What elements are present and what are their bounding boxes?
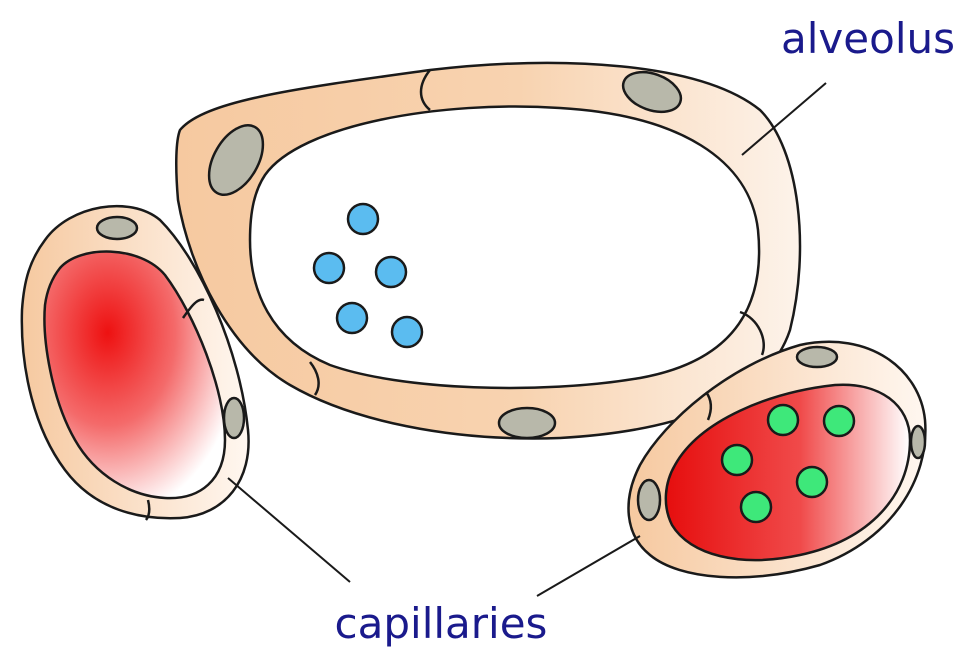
carbon-dioxide-molecule	[824, 406, 854, 436]
carbon-dioxide-molecule	[768, 405, 798, 435]
capillaries-leader-line-right	[537, 536, 640, 596]
alveolus-label: alveolus	[781, 14, 955, 63]
oxygen-molecule	[376, 257, 406, 287]
capillaries-leader-line-left	[228, 478, 350, 582]
capillaries-label: capillaries	[335, 599, 548, 648]
capillary-left-cell-nucleus	[224, 398, 244, 438]
oxygen-molecule	[392, 317, 422, 347]
capillary-left-cell-nucleus	[97, 217, 137, 239]
oxygen-molecule	[348, 204, 378, 234]
capillary-right-cell-nucleus	[797, 347, 837, 367]
carbon-dioxide-molecule	[741, 492, 771, 522]
carbon-dioxide-molecule	[722, 445, 752, 475]
alveolus-cell-nucleus	[499, 408, 555, 438]
oxygen-molecule	[314, 253, 344, 283]
capillary-right-cell-nucleus	[638, 480, 660, 520]
carbon-dioxide-molecule	[797, 467, 827, 497]
alveolus	[176, 63, 800, 439]
capillary-right-cell-nucleus	[911, 426, 925, 458]
alveolus-air-space	[250, 107, 759, 388]
oxygen-molecule	[337, 303, 367, 333]
